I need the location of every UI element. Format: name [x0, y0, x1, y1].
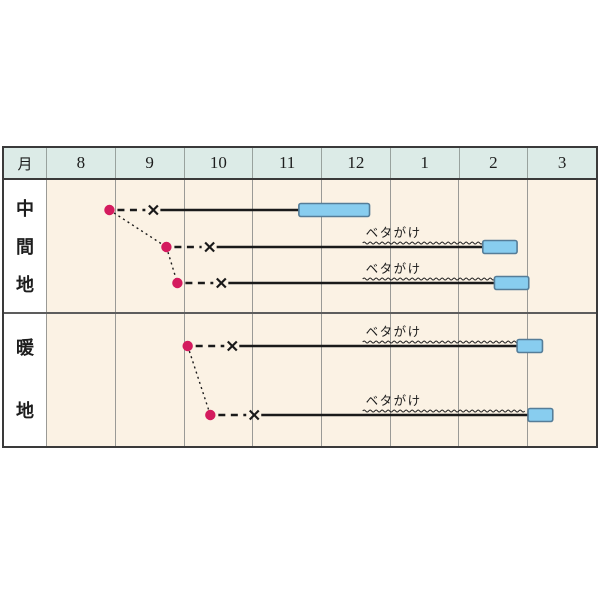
calendar-body: 中間地 暖地: [4, 180, 596, 446]
month-axis-label: 月: [4, 148, 47, 178]
region-label-chukanchi: 中間地: [4, 180, 46, 313]
month-header-aug: 8: [47, 148, 116, 178]
month-header-feb: 2: [460, 148, 529, 178]
month-header-jan: 1: [391, 148, 460, 178]
month-header-dec: 12: [322, 148, 391, 178]
month-header-row: 月 8 9 10 11 12 1 2 3: [4, 148, 596, 180]
month-header-nov: 11: [253, 148, 322, 178]
region-separator-line: [4, 312, 596, 314]
region-label-char: 中: [16, 198, 34, 219]
calendar-table: 月 8 9 10 11 12 1 2 3 中間地 暖地: [2, 146, 598, 448]
region-label-char: 間: [16, 236, 34, 257]
region-label-danchi: 暖地: [4, 313, 46, 446]
region-label-char: 地: [16, 274, 34, 295]
month-header-oct: 10: [185, 148, 254, 178]
month-header-sep: 9: [116, 148, 185, 178]
month-header-mar: 3: [557, 153, 567, 172]
region-label-char: 地: [16, 401, 34, 421]
region-label-char: 暖: [16, 338, 34, 358]
